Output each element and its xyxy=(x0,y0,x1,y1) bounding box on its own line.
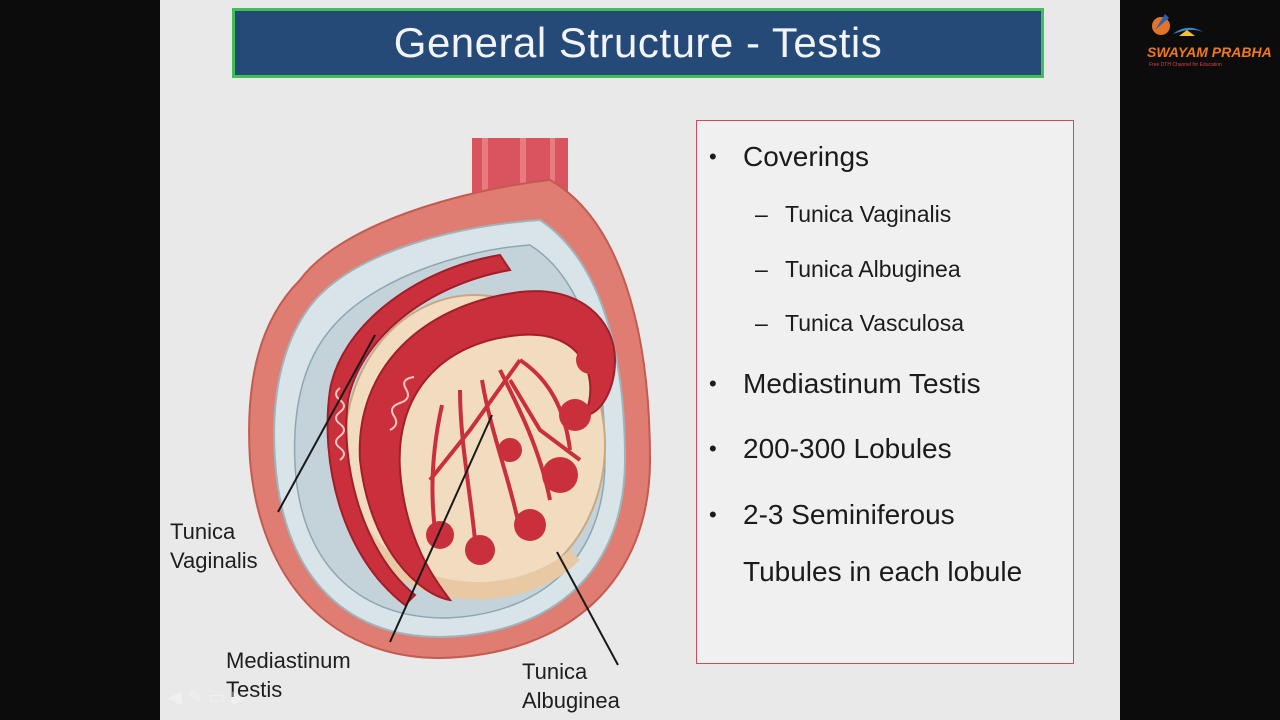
sub-item-tunica-albuginea: – Tunica Albuginea xyxy=(755,256,961,283)
pointer-mediastinum xyxy=(389,414,493,643)
sub-text: Tunica Vasculosa xyxy=(785,310,964,336)
title-bar: General Structure - Testis xyxy=(232,8,1044,78)
label-tunica-albuginea: Tunica Albuginea xyxy=(522,657,620,715)
logo-name: SWAYAM PRABHA xyxy=(1147,44,1272,60)
logo-tagline: Free DTH Channel for Education xyxy=(1149,62,1222,68)
pointer-tunica-albuginea xyxy=(556,551,619,666)
label-line: Albuginea xyxy=(522,688,620,713)
bullet-coverings: • Coverings xyxy=(709,141,870,173)
bullet-dot: • xyxy=(709,502,717,527)
slide-title: General Structure - Testis xyxy=(393,19,883,66)
bullet-text: Mediastinum Testis xyxy=(743,368,981,399)
swayam-prabha-logo: SWAYAM PRABHA Free DTH Channel for Educa… xyxy=(1143,10,1272,72)
bullet-dot: • xyxy=(709,436,717,461)
sub-text: Tunica Albuginea xyxy=(785,256,961,282)
sub-text: Tunica Vaginalis xyxy=(785,201,952,227)
bullet-seminiferous-cont: Tubules in each lobule xyxy=(743,556,1022,588)
slide: General Structure - Testis xyxy=(160,0,1120,720)
menu-icon[interactable]: ▭ xyxy=(208,687,226,707)
bullet-dot: • xyxy=(709,144,717,169)
label-line: Testis xyxy=(226,677,283,702)
label-line: Tunica xyxy=(522,659,588,684)
bullet-text: Coverings xyxy=(743,141,870,172)
sub-dash: – xyxy=(755,201,768,227)
slide-nav[interactable]: ◀ ✎ ▭ ▶ xyxy=(168,687,246,708)
bullet-text: 200-300 Lobules xyxy=(743,433,952,464)
bullet-lobules: • 200-300 Lobules xyxy=(709,433,952,465)
sub-item-tunica-vasculosa: – Tunica Vasculosa xyxy=(755,310,964,337)
bullet-box: • Coverings – Tunica Vaginalis – Tunica … xyxy=(696,120,1074,664)
bullet-mediastinum: • Mediastinum Testis xyxy=(709,368,981,400)
sub-dash: – xyxy=(755,256,768,282)
label-line: Mediastinum xyxy=(226,648,351,673)
bullet-seminiferous: • 2-3 Seminiferous xyxy=(709,499,955,531)
label-line: Vaginalis xyxy=(170,548,258,573)
sub-item-tunica-vaginalis: – Tunica Vaginalis xyxy=(755,201,952,228)
next-arrow-icon[interactable]: ▶ xyxy=(231,687,246,707)
testis-diagram xyxy=(248,138,652,666)
label-line: Tunica xyxy=(170,519,236,544)
epididymis xyxy=(358,290,617,602)
label-mediastinum-testis: Mediastinum Testis xyxy=(226,646,351,704)
label-tunica-vaginalis: Tunica Vaginalis xyxy=(170,517,258,575)
bullet-text: Tubules in each lobule xyxy=(743,556,1023,587)
logo-emblem-icon xyxy=(1152,14,1203,36)
pen-icon[interactable]: ✎ xyxy=(187,687,203,707)
prev-arrow-icon[interactable]: ◀ xyxy=(168,687,182,707)
pointer-tunica-vaginalis xyxy=(277,334,376,513)
sub-dash: – xyxy=(755,310,768,336)
bullet-text: 2-3 Seminiferous xyxy=(743,499,955,530)
bullet-dot: • xyxy=(709,371,717,396)
